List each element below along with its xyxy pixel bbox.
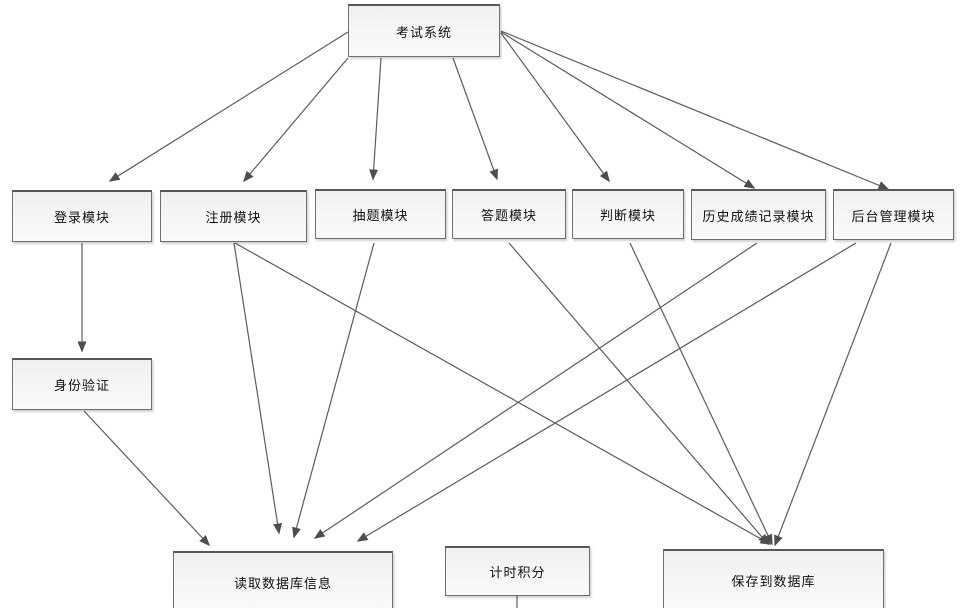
edge-admin-to-save: [774, 242, 892, 547]
node-label-identity: 身份验证: [53, 379, 110, 394]
node-identity: 身份验证: [12, 358, 152, 410]
node-label-read: 读取数据库信息: [233, 577, 332, 592]
node-save: 保存到数据库: [663, 549, 884, 608]
node-extract: 抽题模块: [315, 189, 446, 239]
node-label-login: 登录模块: [53, 211, 110, 226]
node-label-admin: 后台管理模块: [851, 209, 936, 225]
node-exam: 考试系统: [348, 4, 500, 57]
edge-register-to-read: [233, 242, 282, 535]
edge-exam-to-answer: [452, 57, 498, 181]
edge-exam-to-judge: [500, 32, 610, 183]
edge-judge-to-save: [629, 242, 773, 546]
edge-exam-to-login: [108, 31, 349, 182]
node-label-history: 历史成绩记录模块: [702, 209, 815, 225]
node-label-answer: 答题模块: [480, 209, 537, 224]
node-register: 注册模块: [160, 190, 307, 242]
node-label-judge: 判断模块: [599, 209, 656, 224]
edge-identity-to-read: [83, 410, 211, 547]
edge-exam-to-admin: [500, 30, 890, 190]
node-login: 登录模块: [12, 190, 152, 242]
edge-register-to-save: [234, 242, 772, 545]
node-label-extract: 抽题模块: [352, 209, 409, 224]
node-label-exam: 考试系统: [395, 25, 452, 41]
node-read: 读取数据库信息: [173, 551, 393, 608]
node-label-save: 保存到数据库: [731, 575, 816, 590]
edge-exam-to-history: [500, 31, 756, 189]
node-timer: 计时积分: [445, 546, 590, 596]
edge-exam-to-extract: [369, 57, 382, 181]
edge-extract-to-read: [292, 242, 375, 539]
node-judge: 判断模块: [572, 189, 684, 239]
node-label-register: 注册模块: [205, 211, 262, 226]
node-history: 历史成绩记录模块: [691, 189, 826, 240]
node-answer: 答题模块: [452, 189, 566, 239]
node-label-timer: 计时积分: [489, 566, 546, 581]
edge-admin-to-read: [356, 242, 857, 542]
edge-exam-to-register: [243, 57, 349, 183]
edge-answer-to-save: [508, 242, 769, 546]
node-admin: 后台管理模块: [833, 189, 954, 240]
edge-history-to-read: [313, 242, 758, 539]
